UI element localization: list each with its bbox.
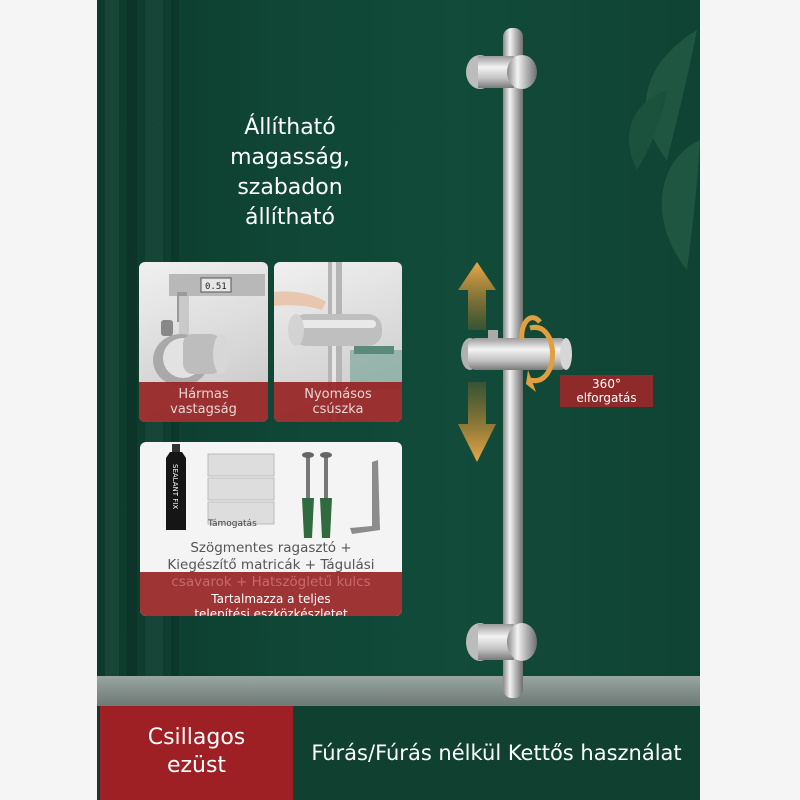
headline-line: magasság, xyxy=(230,145,350,170)
top-wall-bracket xyxy=(466,55,537,89)
wall-anchor-icon xyxy=(320,498,332,538)
sticker-icon xyxy=(207,453,275,477)
color-variant-banner: Csillagos ezüst xyxy=(100,706,293,800)
bottom-wall-bracket xyxy=(466,623,537,661)
caliper-illustration: 0.51 xyxy=(153,274,265,396)
thickness-label: Hármas vastagság xyxy=(139,382,268,422)
screw-icon xyxy=(320,452,332,508)
kit-footer-line: telepítési eszközkészletet xyxy=(194,607,348,616)
sticker-icon xyxy=(207,501,275,525)
kit-footer-line: Tartalmazza a teljes xyxy=(211,592,331,606)
caliper-readout: 0.51 xyxy=(205,282,227,292)
slider-detail-photo: Nyomásos csúszka xyxy=(274,262,402,422)
headline: Állítható magasság, szabadon állítható xyxy=(190,113,390,233)
color-variant-line: Csillagos xyxy=(147,725,246,750)
kit-description-line: Szögmentes ragasztó + xyxy=(190,540,352,556)
screw-icon xyxy=(302,452,314,508)
sealant-tube-text: SEALANT FIX xyxy=(171,464,179,509)
thickness-detail-photo: 0.51 Hármas vastagság xyxy=(139,262,268,422)
sealant-tube-icon: SEALANT FIX xyxy=(166,444,186,530)
plant-leaves-decoration xyxy=(628,30,700,270)
rotation-label: 360° elforgatás xyxy=(560,375,653,407)
rotation-arrow-icon xyxy=(519,315,555,392)
slider-holder xyxy=(461,330,572,370)
rotation-label-line: elforgatás xyxy=(576,391,637,405)
down-arrow-icon xyxy=(458,382,496,462)
kit-footer: Tartalmazza a teljes telepítési eszközké… xyxy=(140,592,402,616)
stone-shelf xyxy=(97,676,700,706)
wall-stripe xyxy=(105,0,119,680)
label-line: csúszka xyxy=(312,402,364,417)
kit-description-line: csavarok + Hatszögletű kulcs xyxy=(171,574,371,590)
headline-line: szabadon állítható xyxy=(237,175,343,230)
label-line: Nyomásos xyxy=(304,387,372,402)
label-line: Hármas xyxy=(178,387,229,402)
kit-description-line: Kiegészítő matricák + Tágulási xyxy=(167,557,375,573)
installation-kit-panel: SEALANT FIX Támogatás Szögmentes ragaszt… xyxy=(140,442,402,616)
headline-line: Állítható xyxy=(244,115,336,140)
wall-anchor-icon xyxy=(302,498,314,538)
kit-red-band xyxy=(140,572,402,616)
usage-banner: Fúrás/Fúrás nélkül Kettős használat xyxy=(293,706,700,800)
wall-stripe xyxy=(127,0,137,680)
label-line: vastagság xyxy=(170,402,237,417)
color-variant-line: ezüst xyxy=(166,753,227,778)
kit-items-illustration: SEALANT FIX Támogatás xyxy=(166,444,380,538)
sticker-icon xyxy=(207,477,275,501)
sticker-text: Támogatás xyxy=(207,519,257,529)
up-arrow-icon xyxy=(458,262,496,330)
rotation-label-line: 360° xyxy=(592,377,621,391)
slider-label: Nyomásos csúszka xyxy=(274,382,402,422)
hex-key-icon xyxy=(350,460,380,534)
